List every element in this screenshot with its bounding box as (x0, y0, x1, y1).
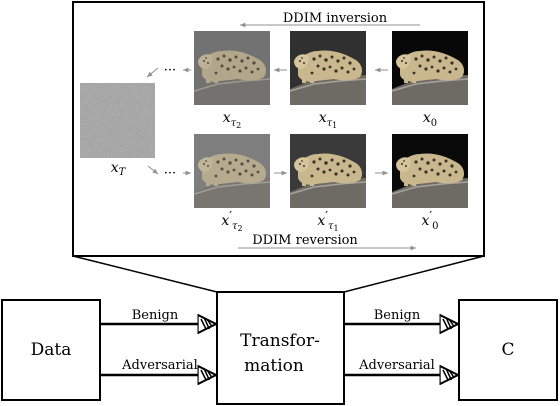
ellipsis-bottom: ··· (164, 166, 176, 181)
data-box (1, 299, 101, 401)
edge-adversarial-left-label: Adversarial (121, 358, 198, 373)
transformation-label-line1: Transfor- (240, 331, 320, 351)
label-x-tau2: xτ2 (223, 110, 242, 130)
image-x-tau2 (194, 31, 270, 105)
label-x0: x0 (423, 110, 437, 129)
image-x-tau2-prime (194, 134, 270, 208)
image-noise-xT (80, 83, 155, 158)
image-x0 (392, 31, 468, 105)
arrow-noise-to-ellipsis (147, 165, 159, 175)
projection-line-right (343, 255, 485, 293)
transformation-box (216, 291, 345, 405)
inversion-label: DDIM inversion (283, 11, 388, 26)
label-x-tau2-prime: x′τ2 (221, 209, 242, 233)
label-x-tau1-prime: x′τ1 (317, 209, 338, 233)
ellipsis-top: ··· (164, 63, 176, 78)
image-x-tau1 (290, 31, 366, 105)
edge-benign-left-label: Benign (132, 308, 179, 323)
label-x-tau1: xτ1 (319, 110, 338, 130)
projection-line-left (72, 255, 218, 293)
arrow-ellipsis-to-noise (146, 67, 159, 78)
reversion-label: DDIM reversion (252, 233, 358, 248)
edge-adversarial-right-label: Adversarial (358, 358, 435, 373)
classifier-box (458, 299, 558, 401)
image-x0-prime (392, 134, 468, 208)
transformation-label-line2: mation (244, 356, 304, 376)
label-xT: xT (111, 160, 127, 178)
data-box-label: Data (31, 340, 72, 360)
classifier-box-label: C (501, 340, 514, 360)
inset-frame (72, 1, 485, 257)
label-x0-prime: x′0 (421, 209, 438, 232)
edge-benign-right-label: Benign (374, 308, 421, 323)
image-x-tau1-prime (290, 134, 366, 208)
